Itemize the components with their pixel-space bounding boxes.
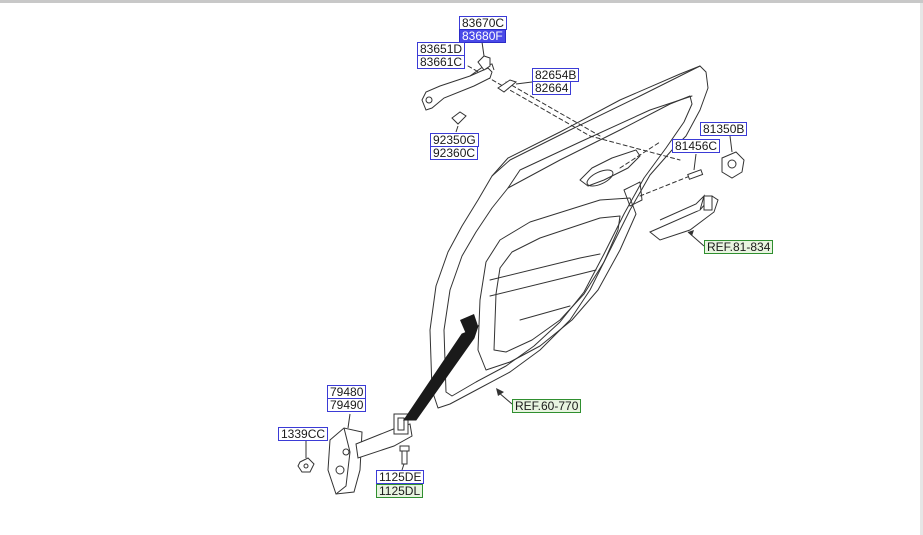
part-label-82654b[interactable]: 82654B bbox=[532, 68, 580, 82]
part-label-83680f[interactable]: 83680F bbox=[459, 29, 506, 43]
window-frame bbox=[491, 65, 701, 177]
door-latch bbox=[721, 151, 745, 179]
inside-handle-assembly bbox=[649, 194, 719, 241]
part-label-92350g[interactable]: 92350G bbox=[430, 133, 479, 147]
part-label-1125de[interactable]: 1125DE bbox=[376, 470, 425, 484]
ref-link-81-834[interactable]: REF.81-834 bbox=[704, 240, 774, 254]
checker-nut bbox=[297, 457, 315, 473]
handle-gasket bbox=[451, 111, 467, 125]
outside-handle bbox=[421, 63, 495, 111]
part-label-1339cc[interactable]: 1339CC bbox=[278, 427, 329, 441]
handle-cover bbox=[477, 55, 491, 71]
door-checker bbox=[327, 413, 413, 495]
part-label-83651d[interactable]: 83651D bbox=[417, 42, 466, 56]
part-label-83670c[interactable]: 83670C bbox=[459, 16, 508, 30]
door-shell-outline bbox=[429, 65, 709, 409]
part-label-81350b[interactable]: 81350B bbox=[700, 122, 748, 136]
part-label-92360c[interactable]: 92360C bbox=[430, 146, 479, 160]
part-label-1125dl[interactable]: 1125DL bbox=[376, 484, 424, 498]
part-label-81456c[interactable]: 81456C bbox=[672, 139, 721, 153]
latch-bolt bbox=[687, 153, 704, 180]
handle-pad bbox=[497, 79, 518, 93]
part-label-82664[interactable]: 82664 bbox=[532, 81, 572, 95]
part-label-79490[interactable]: 79490 bbox=[327, 398, 367, 412]
door-inner-outline bbox=[443, 95, 693, 397]
ref-link-60-770[interactable]: REF.60-770 bbox=[512, 399, 582, 413]
part-label-83661c[interactable]: 83661C bbox=[417, 55, 466, 69]
checker-bolt bbox=[399, 445, 410, 465]
part-label-79480[interactable]: 79480 bbox=[327, 385, 367, 399]
check-strap-link bbox=[403, 324, 479, 421]
inner-panel bbox=[477, 197, 637, 371]
window-top-border bbox=[0, 0, 923, 3]
scrollbar-track[interactable] bbox=[920, 3, 923, 535]
